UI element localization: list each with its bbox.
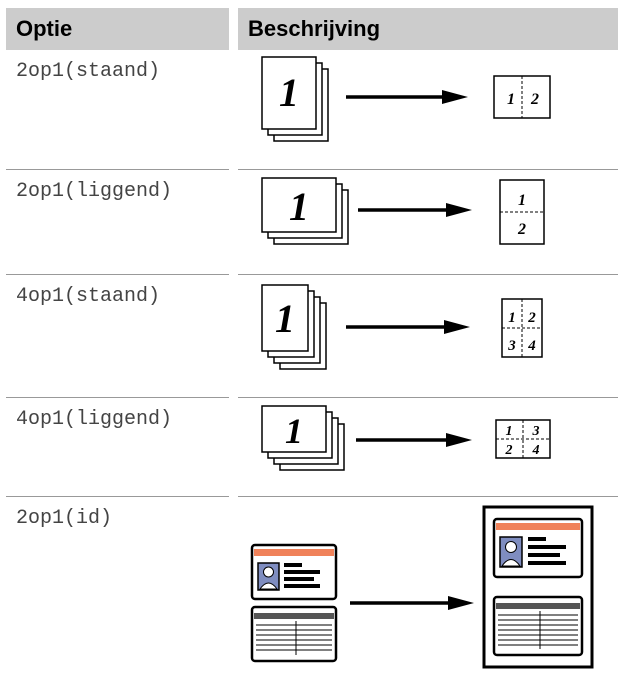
page-digit: 1 — [518, 192, 526, 209]
page-digit: 1 — [507, 91, 515, 108]
id-card-back-icon — [252, 607, 336, 661]
table-row: 4op1(staand) 1 — [6, 275, 618, 398]
combined-page-icon: 1 3 2 4 — [496, 420, 550, 458]
id-card-front-icon — [252, 545, 336, 599]
layout-2in1-portrait-illustration: 1 1 2 — [238, 50, 618, 159]
page-digit: 2 — [517, 221, 526, 238]
options-table: Optie Beschrijving 2op1(staand) 1 — [6, 8, 618, 679]
arrow-right-icon — [350, 596, 474, 610]
table-row: 2op1(id) — [6, 497, 618, 679]
source-page-digit: 1 — [289, 184, 309, 229]
source-page-digit: 1 — [275, 296, 295, 341]
combined-page-icon: 1 2 3 4 — [502, 299, 542, 357]
option-name: 4op1(liggend) — [6, 398, 229, 497]
arrow-right-icon — [358, 203, 472, 217]
table-header-row: Optie Beschrijving — [6, 8, 618, 50]
arrow-right-icon — [346, 90, 468, 104]
page-digit: 1 — [506, 424, 513, 439]
description-illustration: 1 1 2 — [238, 50, 618, 170]
option-name: 2op1(staand) — [6, 50, 229, 170]
source-page-digit: 1 — [279, 70, 299, 115]
arrow-right-icon — [346, 320, 470, 334]
combined-page-icon: 1 2 — [500, 180, 544, 244]
arrow-right-icon — [356, 433, 472, 447]
option-name: 4op1(staand) — [6, 275, 229, 398]
layout-2in1-id-illustration — [238, 497, 618, 669]
page-digit: 3 — [507, 338, 516, 354]
id-card-front-icon — [494, 519, 582, 577]
header-description: Beschrijving — [238, 8, 618, 50]
id-card-back-icon — [494, 597, 582, 655]
page-digit: 4 — [532, 443, 540, 458]
description-illustration: 1 1 2 — [238, 170, 618, 275]
description-illustration: 1 1 3 2 4 — [238, 398, 618, 497]
option-name: 2op1(liggend) — [6, 170, 229, 275]
page-digit: 1 — [508, 310, 516, 326]
combined-page-icon: 1 2 — [494, 76, 550, 118]
page-digit: 3 — [532, 424, 540, 439]
page-digit: 2 — [530, 91, 539, 108]
layout-4in1-landscape-illustration: 1 1 3 2 4 — [238, 398, 618, 486]
page-digit: 2 — [527, 310, 536, 326]
page-digit: 4 — [527, 338, 536, 354]
layout-4in1-portrait-illustration: 1 1 2 3 4 — [238, 275, 618, 387]
option-name: 2op1(id) — [6, 497, 229, 679]
description-illustration: 1 1 2 3 4 — [238, 275, 618, 398]
description-illustration — [238, 497, 618, 679]
table-row: 4op1(liggend) 1 — [6, 398, 618, 497]
source-page-digit: 1 — [285, 411, 303, 451]
table-row: 2op1(liggend) 1 — [6, 170, 618, 275]
table-row: 2op1(staand) 1 — [6, 50, 618, 170]
combined-page-icon — [484, 507, 592, 667]
header-option: Optie — [6, 8, 229, 50]
page-digit: 2 — [505, 443, 513, 458]
layout-2in1-landscape-illustration: 1 1 2 — [238, 170, 618, 264]
page-stack-icon — [262, 406, 344, 470]
